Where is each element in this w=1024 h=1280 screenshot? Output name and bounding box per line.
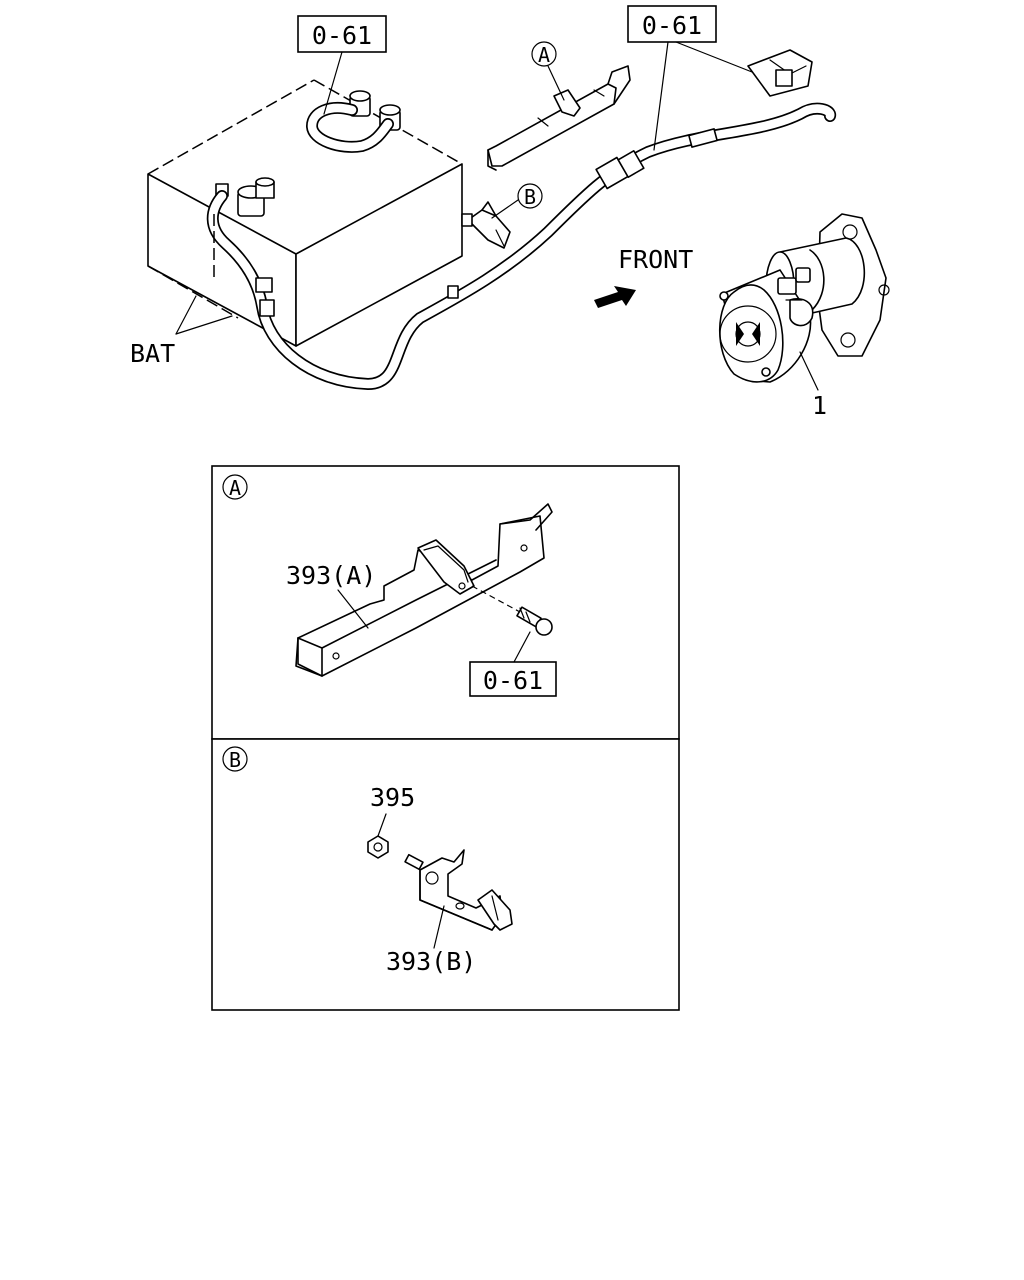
starter-cable [206,49,837,390]
battery-jumper-cable [306,102,394,153]
panel-b-nut-label: 395 [370,783,415,812]
ref-box-top-left: 0-61 [297,15,387,53]
bolt-0-61 [516,606,553,636]
part-1-label: 1 [812,391,827,420]
panel-a-badge: A [229,476,241,500]
callout-b-text: B [524,185,536,209]
ref-box-top-right: 0-61 [627,5,717,43]
detail-panel-a: A 393(A) 0-61 [211,465,680,740]
panel-a-part-label: 393(A) [286,561,376,590]
bracket-393b [419,849,513,931]
nut-395 [367,835,389,859]
callout-a: A [531,41,557,67]
starter-motor [718,213,890,383]
front-label: FRONT [618,245,693,274]
callout-a-text: A [538,43,550,67]
panel-b-part-label: 393(B) [386,947,476,976]
bracket-393a [295,503,553,677]
battery [147,79,463,347]
panel-b-badge: B [229,748,241,772]
panel-a-ref: 0-61 [483,666,543,695]
bracket-a-installed [487,65,631,171]
bracket-b-installed [461,201,511,249]
front-arrow [594,286,636,308]
ref-top-left-text: 0-61 [312,21,372,50]
callout-b: B [517,183,543,209]
detail-panel-b: B 395 393(B) [211,738,680,1011]
bat-label: BAT [130,339,175,368]
bolt-stud [404,853,424,871]
ref-top-right-text: 0-61 [642,11,702,40]
